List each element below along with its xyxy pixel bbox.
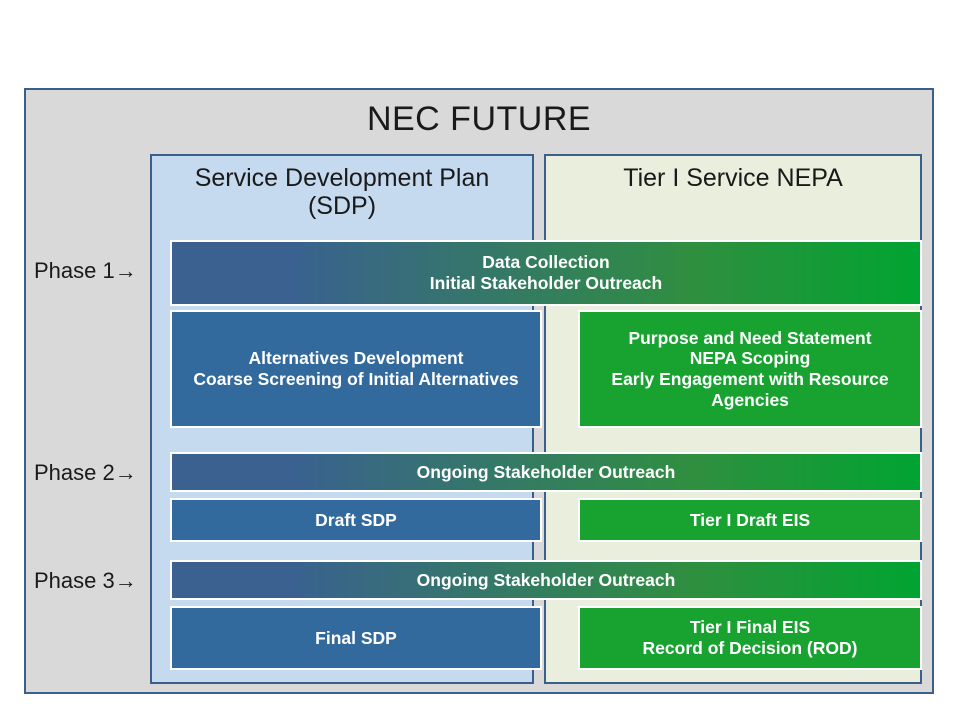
box-draft-sdp-label: Draft SDP [315, 509, 397, 530]
box-final-sdp: Final SDP [170, 606, 542, 670]
nec-future-diagram: NEC FUTURE Phase 1→ Phase 2→ Phase 3→ Se… [24, 88, 934, 694]
box-ongoing-stakeholder-outreach-phase-3-label: Ongoing Stakeholder Outreach [416, 569, 676, 590]
column-title-nepa: Tier I Service NEPA [623, 164, 843, 192]
phase-2-label: Phase 2→ [34, 460, 137, 485]
box-ongoing-stakeholder-outreach-phase-2: Ongoing Stakeholder Outreach [170, 452, 922, 492]
box-tier-i-draft-eis: Tier I Draft EIS [578, 498, 922, 542]
column-title-sdp: Service Development Plan (SDP) [194, 164, 490, 220]
box-ongoing-stakeholder-outreach-phase-3: Ongoing Stakeholder Outreach [170, 560, 922, 600]
box-ongoing-stakeholder-outreach-phase-2-label: Ongoing Stakeholder Outreach [416, 461, 676, 482]
box-final-sdp-label: Final SDP [315, 627, 397, 648]
diagram-title: NEC FUTURE [366, 100, 592, 138]
box-draft-sdp: Draft SDP [170, 498, 542, 542]
box-tier-i-draft-eis-label: Tier I Draft EIS [689, 509, 811, 530]
phase-1-label: Phase 1→ [34, 258, 137, 283]
phase-3-label: Phase 3→ [34, 568, 137, 593]
